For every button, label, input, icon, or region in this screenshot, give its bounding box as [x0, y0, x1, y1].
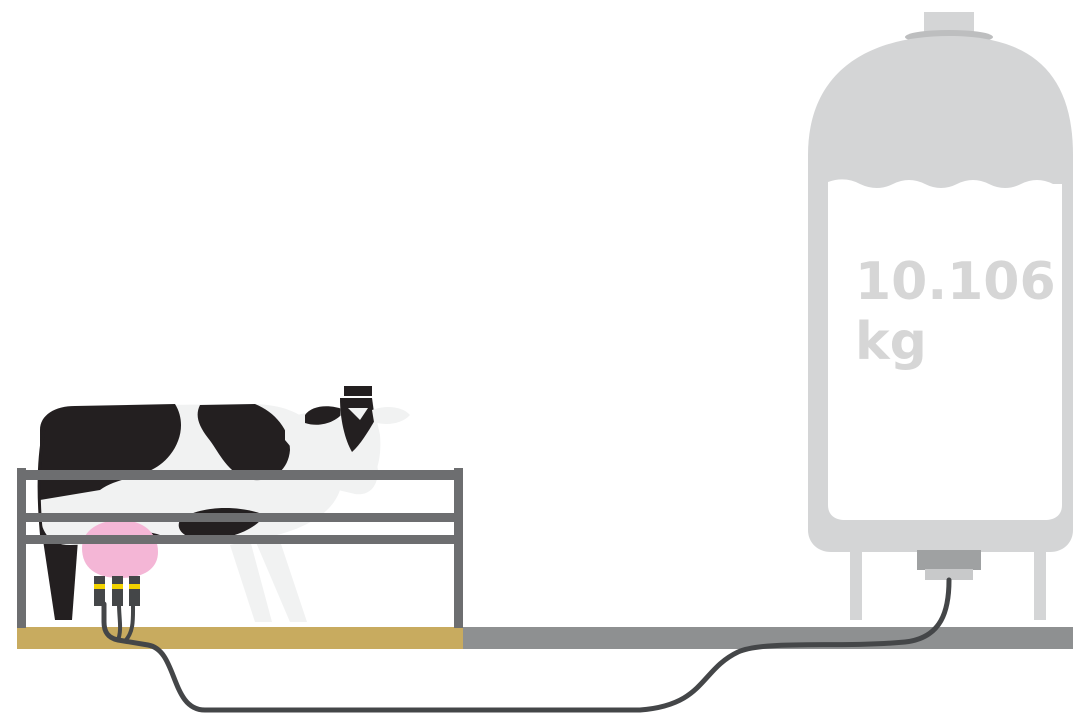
cup-bands	[94, 584, 140, 589]
cow-ear-right	[372, 407, 410, 424]
hay-floor	[17, 627, 463, 649]
fence-rail	[17, 513, 463, 522]
tank-amount: 10.106	[855, 252, 1055, 312]
cow-udder	[82, 520, 158, 606]
tank-reading: 10.106 kg	[855, 252, 1055, 372]
milk-hose-branch-2	[118, 604, 120, 640]
fence-rail	[17, 535, 463, 544]
fence-post-right	[454, 468, 463, 628]
fence-rail	[17, 470, 463, 480]
fence-post-left	[17, 468, 26, 628]
milking-cups	[94, 576, 140, 606]
tank-outlet	[917, 550, 981, 570]
cow-horns	[344, 386, 372, 396]
tank-unit: kg	[855, 312, 1055, 372]
